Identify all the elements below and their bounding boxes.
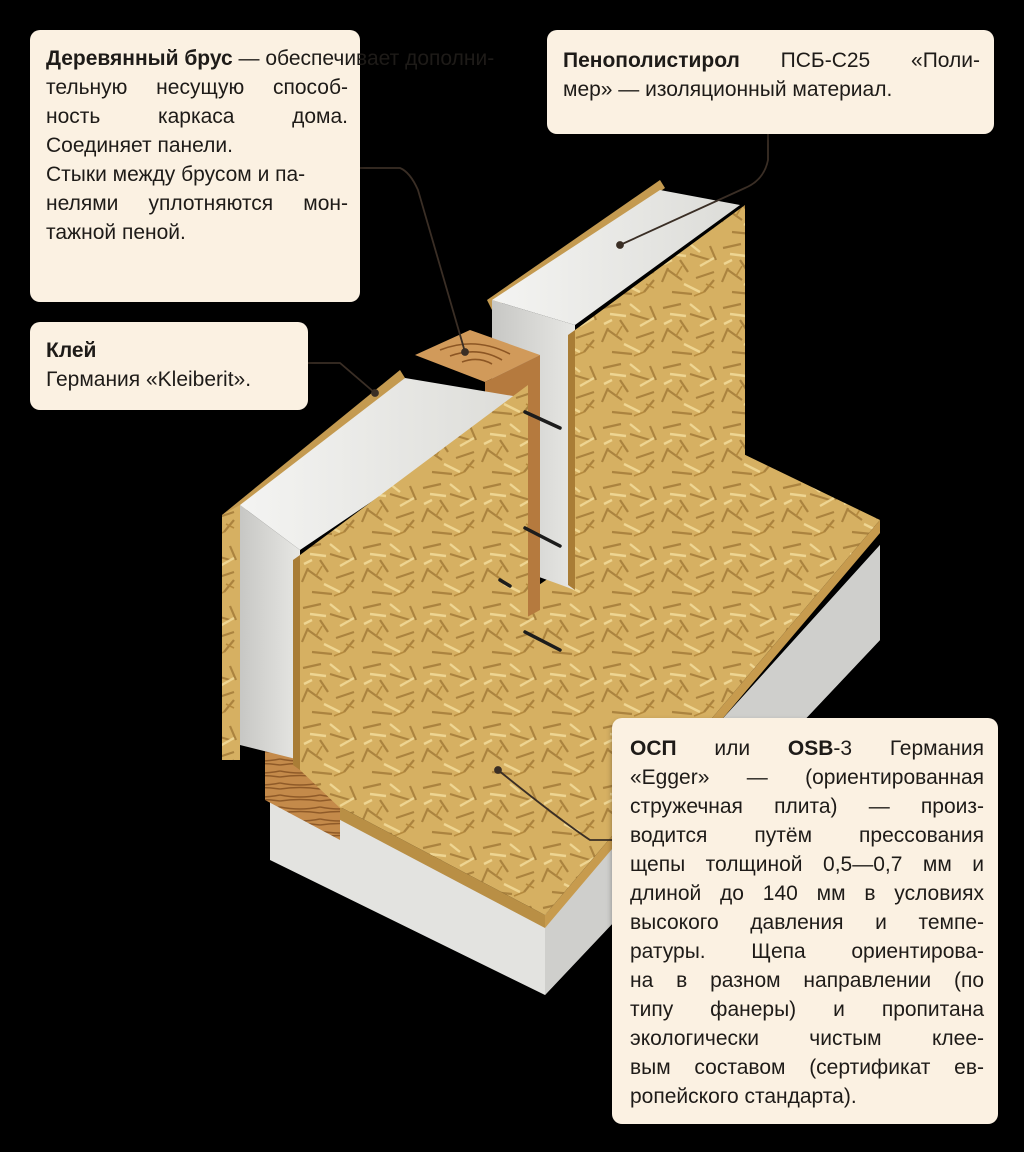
- back-panel-osb-edge: [568, 330, 575, 590]
- callout-osb-line-7: высокого давления и темпе-: [630, 911, 984, 934]
- beam-top-end-grain: [415, 330, 540, 382]
- callout-osb-line-11: экологически чистым клее-: [630, 1027, 984, 1050]
- callout-polystyrene: Пенополистирол ПСБ-С25 «Поли- мер» — изо…: [547, 30, 994, 134]
- callout-wood-beam-line-5: Стыки между брусом и па-: [46, 163, 306, 186]
- leader-glue: [308, 362, 376, 394]
- callout-osb-or: или: [676, 737, 788, 760]
- callout-osb-title-a: ОСП: [630, 737, 677, 760]
- screws: [498, 410, 562, 652]
- callout-osb-line-9: на в разном направлении (по: [630, 969, 984, 992]
- back-panel-osb-front: [575, 205, 745, 590]
- leader-polystyrene: [619, 134, 769, 246]
- callout-glue: Клей Германия «Kleiberit».: [30, 322, 308, 410]
- callout-wood-beam-line-6: нелями уплотняются мон-: [46, 192, 348, 215]
- front-sip-panel: [222, 370, 528, 808]
- screw-2: [523, 526, 562, 548]
- callout-osb-line-13: ропейского стандарта).: [630, 1085, 857, 1108]
- callout-osb-line-6: длиной до 140 мм в условиях: [630, 882, 984, 905]
- leader-lines: [308, 134, 769, 841]
- callout-wood-beam-title: Деревянный брус: [46, 47, 233, 70]
- screw-1: [523, 410, 562, 430]
- leader-osb-dot: [494, 766, 502, 774]
- callout-glue-title: Клей: [46, 339, 97, 362]
- leader-wood-beam-dot: [461, 348, 469, 356]
- callout-wood-beam-line-2: тельную несущую способ-: [46, 76, 348, 99]
- callout-osb-line-4: водится путём прессования: [630, 824, 984, 847]
- front-panel-foam-top: [240, 378, 525, 550]
- callout-osb-line-3: стружечная плита) — произ-: [630, 795, 984, 818]
- leader-glue-dot: [371, 389, 379, 397]
- callout-osb-line-2: «Egger» — (ориентированная: [630, 766, 984, 789]
- callout-osb-title-b: OSB: [787, 737, 834, 760]
- callout-glue-text: Германия «Kleiberit».: [46, 368, 252, 391]
- callout-osb-line-10: типу фанеры) и пропитана: [630, 998, 984, 1021]
- screw-4: [498, 578, 512, 588]
- callout-wood-beam-line-4: Соединяет панели.: [46, 134, 233, 157]
- floor-osb-top: [270, 450, 880, 915]
- leader-wood-beam: [360, 167, 466, 353]
- callout-osb-line-8: ратуры. Щепа ориентирова-: [630, 940, 984, 963]
- callout-polystyrene-line-2: мер» — изоляционный материал.: [563, 78, 893, 101]
- callout-wood-beam-line-3: ность каркаса дома.: [46, 105, 348, 128]
- front-panel-osb-front: [300, 385, 528, 808]
- callout-wood-beam-line-7: тажной пеной.: [46, 221, 186, 244]
- callout-polystyrene-title: Пенополистирол: [563, 49, 740, 72]
- callout-osb-line-1: -3 Германия: [833, 737, 984, 760]
- front-panel-osb-rear-face: [222, 505, 240, 760]
- front-panel-foam-side: [240, 505, 300, 760]
- floor-slab-side: [270, 545, 880, 995]
- callout-wood-beam: Деревянный брус — обеспечивает дополни- …: [30, 30, 494, 302]
- front-panel-osb-edge: [293, 555, 300, 770]
- callout-osb-line-12: вым составом (сертификат ев-: [630, 1056, 984, 1079]
- callout-polystyrene-line-1: ПСБ-С25 «Поли-: [739, 49, 980, 72]
- leader-osb: [497, 769, 612, 841]
- callout-osb-line-5: щепы толщиной 0,5—0,7 мм и: [630, 853, 984, 876]
- callout-wood-beam-line-1: — обеспечивает дополни-: [238, 47, 495, 70]
- screw-3: [523, 630, 562, 652]
- back-panel-foam-top: [492, 190, 740, 325]
- callout-osb: ОСП или OSB-3 Германия «Egger» — (ориент…: [612, 718, 998, 1124]
- leader-polystyrene-dot: [616, 241, 624, 249]
- beam-growth-rings: [439, 343, 511, 365]
